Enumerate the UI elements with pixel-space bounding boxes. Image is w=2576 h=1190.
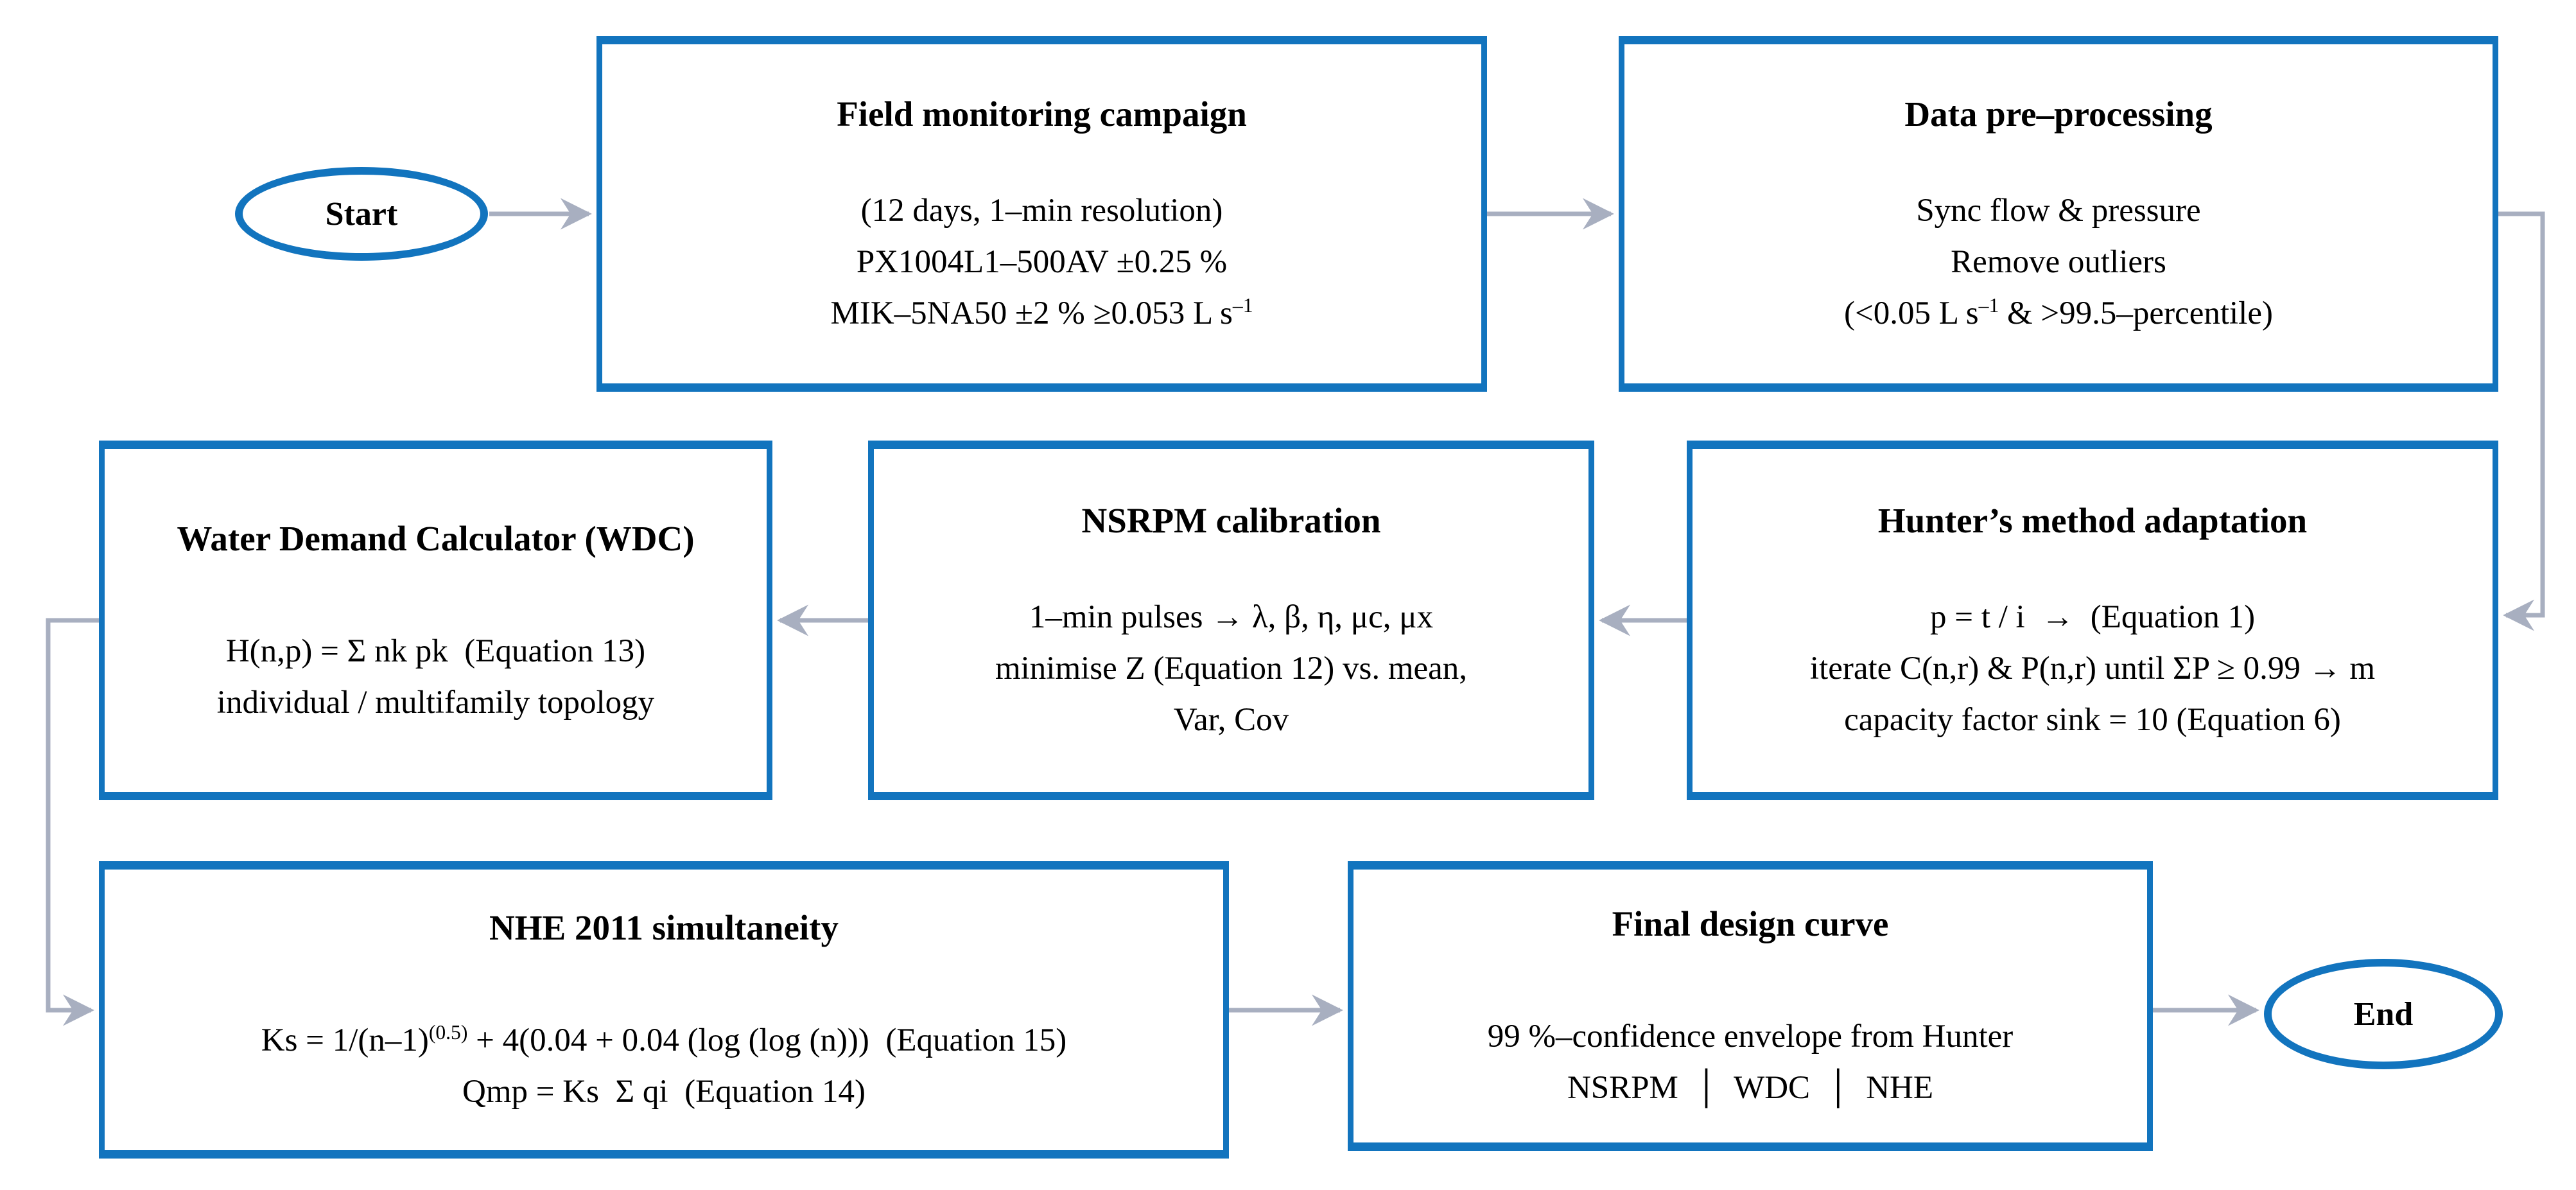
node-line: capacity factor sink = 10 (Equation 6) [1844, 702, 2341, 738]
flow-node-nsrpm-calibration: NSRPM calibration 1–min pulses → λ, β, η… [868, 441, 1594, 800]
node-title: NSRPM calibration [1081, 501, 1381, 540]
connector-datapre-to-hunter [2498, 211, 2545, 631]
node-title: Final design curve [1612, 904, 1889, 943]
node-title: Data pre–processing [1904, 94, 2213, 134]
node-line: MIK–5NA50 ±2 % ≥0.053 L s–1 [830, 294, 1253, 331]
flow-node-hunters-method-adaptation: Hunter’s method adaptation p = t / i → (… [1687, 441, 2498, 800]
flow-node-data-pre-processing: Data pre–processing Sync flow & pressure… [1619, 36, 2498, 392]
node-line: NSRPM │ WDC │ NHE [1567, 1070, 1934, 1106]
node-line: (12 days, 1–min resolution) [860, 193, 1223, 229]
node-line: Sync flow & pressure [1916, 193, 2201, 229]
node-line: Qmp = Ks Σ qi (Equation 14) [462, 1074, 866, 1110]
node-title: NHE 2011 simultaneity [489, 908, 839, 947]
end-label: End [2353, 995, 2414, 1033]
node-title: Field monitoring campaign [837, 94, 1247, 134]
node-body: 1–min pulses → λ, β, η, μc, μx minimise … [995, 591, 1467, 746]
flow-node-final-design-curve: Final design curve 99 %–confidence envel… [1348, 861, 2153, 1151]
flow-node-water-demand-calculator: Water Demand Calculator (WDC) H(n,p) = Σ… [99, 441, 772, 800]
node-line: 99 %–confidence envelope from Hunter [1487, 1019, 2014, 1054]
node-line: PX1004L1–500AV ±0.25 % [856, 244, 1228, 280]
node-line: Remove outliers [1951, 244, 2166, 280]
node-line: 1–min pulses → λ, β, η, μc, μx [1029, 599, 1434, 635]
node-title: Water Demand Calculator (WDC) [177, 518, 695, 558]
node-line: Var, Cov [1173, 702, 1289, 738]
start-label: Start [325, 195, 398, 232]
node-line: minimise Z (Equation 12) vs. mean, [995, 651, 1468, 687]
node-line: H(n,p) = Σ nk pk (Equation 13) [225, 633, 646, 669]
flow-node-nhe-2011-simultaneity: NHE 2011 simultaneity Ks = 1/(n–1)(0.5) … [99, 861, 1229, 1159]
node-line: p = t / i → (Equation 1) [1929, 599, 2256, 635]
flow-node-field-monitoring-campaign: Field monitoring campaign (12 days, 1–mi… [596, 36, 1487, 392]
node-line: Ks = 1/(n–1)(0.5) + 4(0.04 + 0.04 (log (… [261, 1021, 1067, 1058]
node-body: Sync flow & pressure Remove outliers (<0… [1844, 185, 2273, 339]
start-terminator: Start [235, 167, 488, 261]
node-line: iterate C(n,r) & P(n,r) until ΣP ≥ 0.99 … [1809, 651, 2376, 687]
node-body: H(n,p) = Σ nk pk (Equation 13) individua… [217, 626, 654, 728]
node-body: p = t / i → (Equation 1) iterate C(n,r) … [1810, 591, 2375, 746]
node-title: Hunter’s method adaptation [1877, 501, 2308, 540]
connector-wdc-to-nhe [46, 618, 99, 1026]
end-terminator: End [2264, 959, 2503, 1069]
node-body: (12 days, 1–min resolution) PX1004L1–500… [830, 185, 1253, 339]
node-body: 99 %–confidence envelope from Hunter NSR… [1488, 1011, 2014, 1114]
node-line: individual / multifamily topology [216, 684, 655, 721]
node-body: Ks = 1/(n–1)(0.5) + 4(0.04 + 0.04 (log (… [261, 1015, 1067, 1117]
node-line: (<0.05 L s–1 & >99.5–percentile) [1844, 294, 2273, 331]
